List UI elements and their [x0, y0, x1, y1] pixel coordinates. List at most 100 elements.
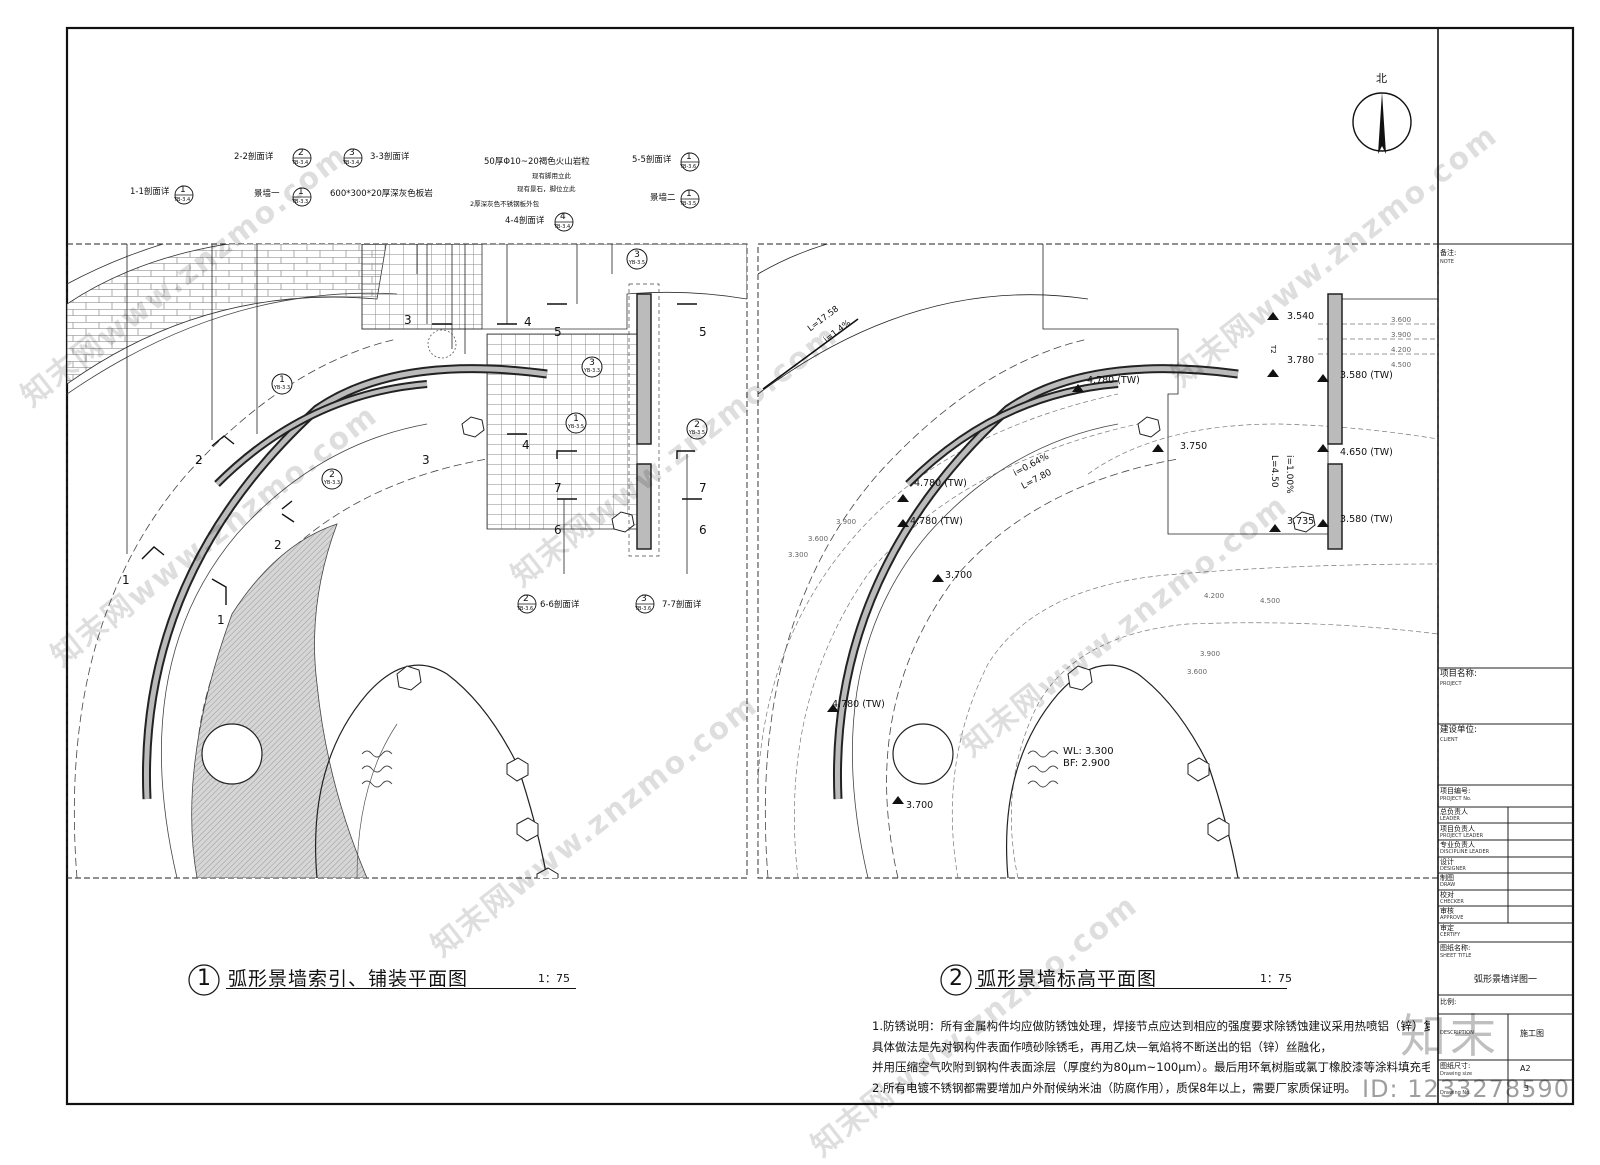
callout-wall-2-label: 景墙二	[650, 193, 676, 203]
pond-water-level: WL: 3.300	[1063, 746, 1114, 757]
svg-text:4: 4	[522, 438, 530, 452]
note-line: 具体做法是先对钢构件表面作喷砂除锈毛，再用乙炔—氧焰将不断送出的铝（锌）丝融化，	[872, 1039, 1332, 1054]
tb-row-en: DISCIPLINE LEADER	[1440, 849, 1490, 855]
svg-text:7: 7	[699, 481, 707, 495]
tb-row-en: DRAW	[1440, 882, 1456, 888]
callout-1-1-number: 1	[180, 185, 186, 195]
note-line: 并用压缩空气吹附到钢构件表面涂层（厚度约为80μm~100μm）。最后用环氧树脂…	[872, 1060, 1430, 1074]
tb-row-cn: 审核	[1440, 907, 1454, 915]
callout-2-2-label: 2-2剖面详	[234, 152, 274, 162]
tb-project-no-cn: 项目编号:	[1440, 787, 1471, 795]
tb-drawing-size-en: Drawing size	[1440, 1071, 1473, 1077]
plan-2-title: 弧形景墙标高平面图	[977, 968, 1158, 990]
tb-description-value: 施工图	[1520, 1029, 1544, 1038]
contour-label: 3.900	[836, 518, 857, 526]
svg-text:3: 3	[404, 313, 412, 327]
svg-text:YB-3.5: YB-3.5	[567, 424, 584, 430]
tb-project-no-en: PROJECT No.	[1440, 796, 1472, 802]
callout-1-1-label: 1-1剖面详	[130, 187, 170, 197]
contour-label: 4.500	[1391, 361, 1412, 369]
tb-row-cn: 校对	[1440, 891, 1454, 899]
id-watermark: ID: 1233278590	[1362, 1075, 1570, 1103]
callout-steel-label: 2厚深灰色不锈钢板外包	[470, 200, 540, 208]
tb-row-en: CHECKER	[1440, 899, 1464, 905]
plan-1-paving-index: 11 22 33 44 55 66 77 YB-3.3YB-3.3 YB-3.3…	[67, 244, 747, 878]
plan-2-number: 2	[949, 966, 963, 991]
svg-text:3: 3	[422, 453, 430, 467]
tb-project-cn: 项目名称:	[1440, 669, 1477, 679]
level-label: 4.780 (TW)	[914, 478, 967, 489]
contour-label: 3.600	[1391, 316, 1412, 324]
tb-ratio-cn: 比例:	[1440, 998, 1457, 1006]
plan-2-title-underline	[975, 988, 1287, 989]
svg-text:YB-3.3: YB-3.3	[583, 368, 600, 374]
svg-text:YB-3.5: YB-3.5	[628, 260, 645, 266]
plan-2-number-circle	[940, 964, 972, 996]
plan-1-number-circle	[188, 964, 220, 996]
tb-note-cn: 备注:	[1440, 249, 1457, 257]
svg-text:6: 6	[699, 523, 707, 537]
svg-text:1: 1	[279, 375, 285, 385]
level-label: 3.750	[1180, 441, 1208, 452]
callout-wall-2-ref: YB-3.5	[680, 201, 697, 207]
step-mark: T2	[1269, 345, 1277, 354]
callout-wall-1-ref: YB-3.3	[292, 199, 309, 205]
svg-text:4: 4	[524, 315, 532, 329]
callout-1-1-ref: YB-3.4	[174, 197, 191, 203]
callout-wall-1-number: 1	[298, 187, 304, 197]
tb-row-en: DESIGNER	[1440, 866, 1466, 872]
callout-6-6-number: 2	[523, 594, 529, 604]
svg-text:3: 3	[589, 358, 595, 368]
level-label: 3.735	[1287, 516, 1315, 527]
svg-text:1: 1	[217, 613, 225, 627]
callout-7-7-ref: YB-3.6	[635, 606, 652, 612]
callout-2-2-ref: YB-3.4	[292, 160, 309, 166]
tb-drawing-no-en: Drawing No.	[1440, 1090, 1471, 1096]
svg-text:5: 5	[699, 325, 707, 339]
svg-text:1: 1	[573, 414, 579, 424]
svg-text:5: 5	[554, 325, 562, 339]
tb-description-en: DESCRIPTION	[1440, 1030, 1474, 1036]
tb-project-en: PROJECT	[1440, 681, 1462, 687]
svg-text:YB-3.5: YB-3.5	[688, 430, 705, 436]
level-label: 4.780 (TW)	[1087, 375, 1140, 386]
svg-text:YB-3.3: YB-3.3	[273, 385, 290, 391]
svg-text:2: 2	[195, 453, 203, 467]
tb-sheet-title-cn: 图纸名称:	[1440, 944, 1471, 952]
callout-6-6-ref: YB-3.6	[517, 606, 534, 612]
level-label: 3.780	[1287, 355, 1315, 366]
callout-2-2-number: 2	[298, 148, 304, 158]
note-line: 2.所有电镀不锈钢都需要增加户外耐候纳米油（防腐作用），质保8年以上，需要厂家质…	[872, 1080, 1357, 1095]
tb-row-en: APPROVE	[1440, 915, 1464, 921]
contour-label: 4.200	[1204, 592, 1225, 600]
tb-row-cn: 项目负责人	[1440, 825, 1475, 833]
callout-note-a: 现有脚用立此	[532, 172, 571, 180]
brand-watermark: 知末	[1400, 1009, 1500, 1063]
tb-row-cn: 总负责人	[1440, 808, 1468, 816]
tb-row-cn: 设计	[1440, 858, 1454, 866]
callout-7-7-label: 7-7剖面详	[662, 600, 702, 610]
callout-6-6-label: 6-6剖面详	[540, 600, 580, 610]
callout-gravel-label: 50厚Φ10~20褐色火山岩粒	[484, 157, 590, 167]
slope-3-gradient: i=1.00%	[1284, 455, 1294, 494]
contour-label: 3.900	[1391, 331, 1412, 339]
level-label: 4.780 (TW)	[910, 516, 963, 527]
slope-3-length: L=4.50	[1269, 455, 1279, 488]
tb-row-cn: 制图	[1440, 874, 1454, 882]
tb-sheet-title-en: SHEET TITLE	[1440, 953, 1472, 959]
tb-drawing-size-value: A2	[1520, 1064, 1531, 1073]
contour-label: 3.900	[1200, 650, 1221, 658]
plan-2-elevation	[758, 244, 1438, 878]
callout-5-5-label: 5-5剖面详	[632, 155, 672, 165]
level-label: 3.700	[906, 800, 934, 811]
callout-note-b: 现有景石，脚位立此	[517, 185, 576, 193]
north-label: 北	[1376, 72, 1387, 85]
callout-7-7-number: 3	[641, 594, 647, 604]
level-label: 4.780 (TW)	[832, 699, 885, 710]
level-label: 3.580 (TW)	[1340, 370, 1393, 381]
tb-row-en: LEADER	[1440, 816, 1460, 822]
level-label: 4.650 (TW)	[1340, 447, 1393, 458]
callout-5-5-number: 1	[686, 152, 692, 162]
north-arrow-icon	[1352, 92, 1412, 154]
svg-text:3: 3	[634, 250, 640, 260]
